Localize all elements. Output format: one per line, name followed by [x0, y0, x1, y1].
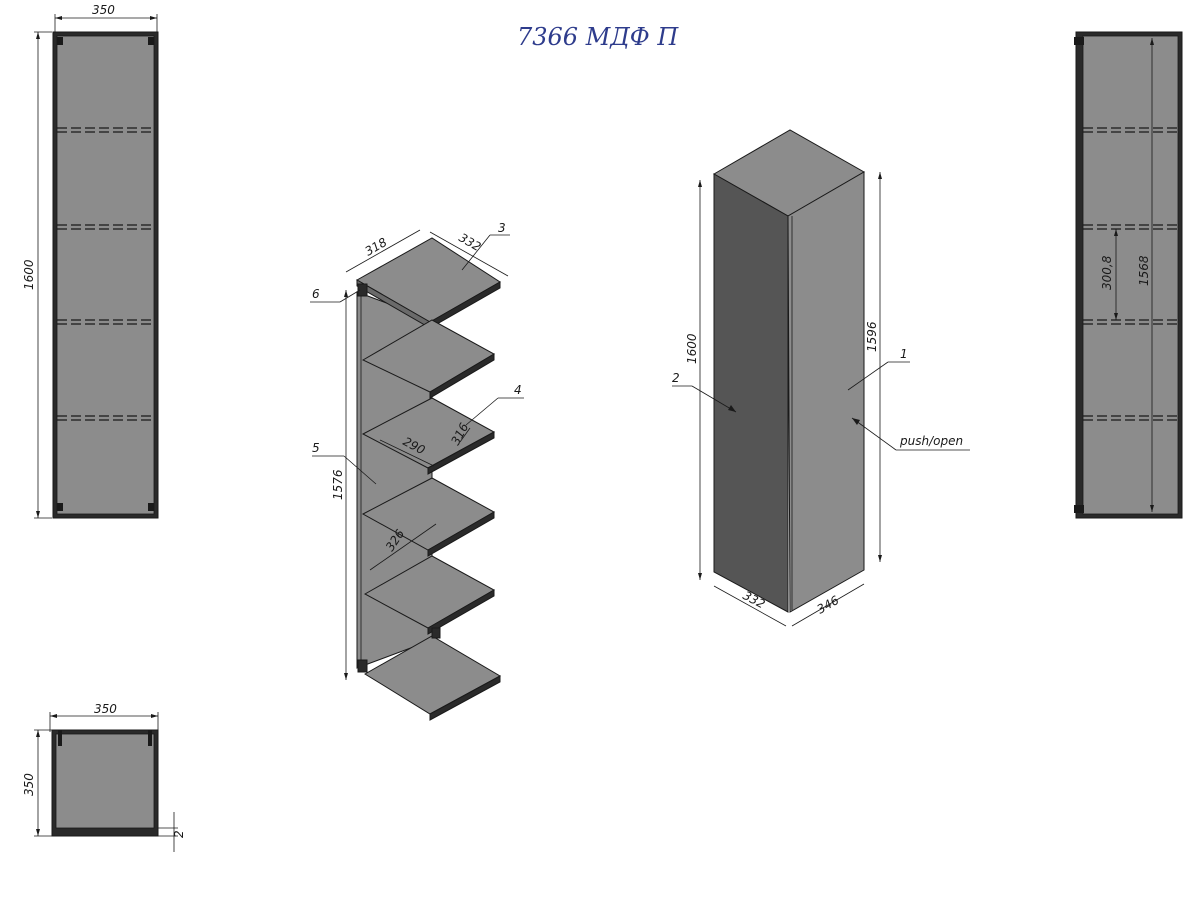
- push-open-label: push/open: [899, 434, 963, 448]
- callout-4: 4: [514, 383, 522, 397]
- front-width-label: 350: [92, 3, 115, 17]
- hinge-bottom: [357, 659, 368, 673]
- top-width-label: 350: [94, 702, 117, 716]
- callout-3: 3: [498, 221, 506, 235]
- shelf-5: [363, 555, 496, 635]
- section-spacing-label: 300,8: [1100, 255, 1114, 290]
- shelf-top: [355, 237, 501, 329]
- shelf-width-label: 332: [457, 230, 484, 254]
- front-view: 350 1600: [22, 3, 159, 519]
- section-inner-height-label: 1568: [1137, 255, 1151, 286]
- shelf-3: [361, 397, 496, 475]
- iso-front-door: [787, 171, 865, 613]
- iso-height-label: 1600: [685, 333, 699, 364]
- top-depth-label: 350: [22, 773, 36, 796]
- callout-6: 6: [312, 287, 320, 301]
- callout-5: 5: [312, 441, 320, 455]
- side-height-label: 1576: [331, 469, 345, 500]
- shelf-bottom: [364, 635, 502, 721]
- shelf-2: [361, 319, 496, 399]
- front-height-label: 1600: [22, 259, 36, 290]
- side-section: 300,8 1568: [1074, 31, 1183, 519]
- callout-2: 2: [672, 371, 680, 385]
- top-view: 350 350 2: [22, 702, 186, 852]
- iso-side-face: [713, 173, 789, 613]
- iso-front-height-label: 1596: [865, 321, 879, 352]
- isometric-view: 1600 1596 332 346 1 2 push/open: [672, 129, 970, 627]
- exploded-view: 318 332 290 316 326 1576 3 4 5 6: [310, 221, 524, 721]
- hinge-top: [357, 283, 368, 297]
- iso-depth-label: 346: [815, 593, 842, 617]
- top-thickness-label: 2: [172, 830, 186, 838]
- shelf-4: [361, 477, 496, 557]
- drawing-title: 7366 МДФ П: [517, 23, 679, 51]
- callout-1: 1: [900, 347, 908, 361]
